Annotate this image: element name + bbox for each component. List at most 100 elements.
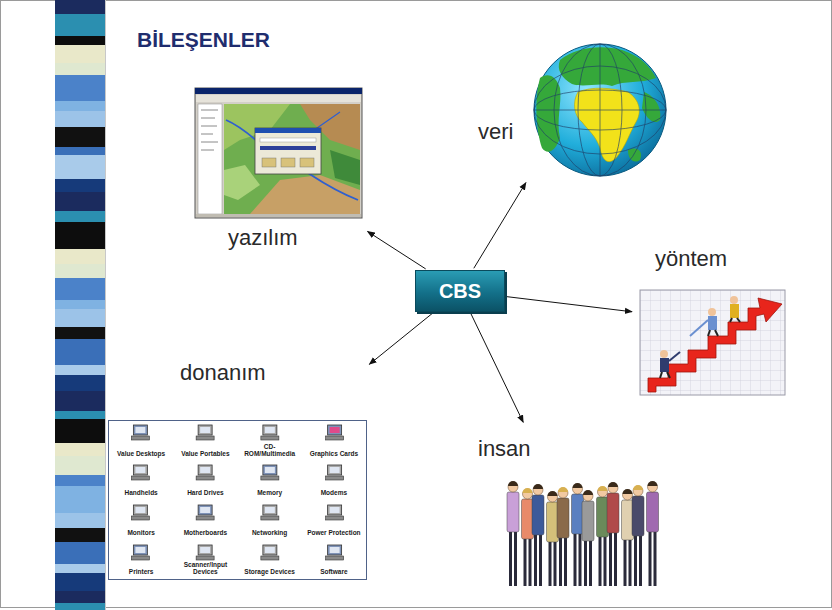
stripe <box>55 14 105 36</box>
stripe <box>55 443 105 456</box>
person-figure <box>622 489 634 586</box>
hardware-icon <box>131 505 149 520</box>
hardware-icon <box>326 505 344 520</box>
person-figure <box>597 486 609 586</box>
connector-arrow <box>507 297 632 312</box>
hardware-label: Graphics Cards <box>310 451 358 458</box>
hardware-cell: Memory <box>238 461 302 501</box>
stripe <box>55 564 105 573</box>
connector-arrow <box>369 313 432 364</box>
hardware-label: Networking <box>252 530 287 537</box>
hardware-icon <box>326 465 344 480</box>
growth-chart <box>640 290 785 395</box>
stripe <box>55 573 105 591</box>
hardware-label: CD-ROM/Multimedia <box>239 444 301 458</box>
hardware-cell: Power Protection <box>302 500 366 540</box>
stripe <box>55 309 105 327</box>
stripe <box>55 155 105 179</box>
stripe <box>55 63 105 75</box>
hardware-panel: Value Desktops Value PortablesCD-ROM/Mult… <box>108 420 367 580</box>
stripe <box>55 300 105 309</box>
data-part: veri <box>470 40 670 180</box>
hardware-label: Hard Drives <box>187 490 224 497</box>
stripe <box>55 419 105 443</box>
hardware-icon <box>131 465 149 480</box>
hardware-cell: Value Desktops <box>109 421 173 461</box>
software-screenshot <box>195 88 362 218</box>
hardware-label: Memory <box>257 490 282 497</box>
hardware-icon <box>196 505 214 520</box>
stripe <box>55 264 105 278</box>
connector-arrow <box>368 231 426 268</box>
hardware-cell: Hard Drives <box>173 461 237 501</box>
person-figure <box>547 491 559 586</box>
stripe <box>55 127 105 147</box>
person-figure <box>522 488 534 586</box>
slide-title: BİLEŞENLER <box>137 28 270 52</box>
hardware-icon <box>326 425 344 440</box>
stripe <box>55 603 105 610</box>
hardware-label: Power Protection <box>307 530 360 537</box>
hardware-icons <box>131 425 343 560</box>
hardware-cell: Storage Devices <box>238 540 302 580</box>
hardware-label: Value Desktops <box>117 451 165 458</box>
hardware-part: donanımValue Desktops Value PortablesCD-R… <box>108 360 367 582</box>
hardware-icon <box>326 545 344 560</box>
stripe <box>55 327 105 339</box>
hardware-cell: Handhelds <box>109 461 173 501</box>
stripe <box>55 542 105 564</box>
center-box: CBS <box>415 270 505 312</box>
stripe <box>55 0 105 14</box>
part-label: donanım <box>180 360 266 386</box>
node-label: CBS <box>439 280 481 303</box>
stripe-bar <box>55 0 106 610</box>
hardware-label: Monitors <box>127 530 154 537</box>
hardware-label: Software <box>320 569 347 576</box>
stripe <box>55 475 105 486</box>
hardware-icon <box>196 465 214 480</box>
hardware-cell: Printers <box>109 540 173 580</box>
stripe-edge <box>105 0 106 610</box>
hardware-label: Handhelds <box>125 490 158 497</box>
stripe <box>55 591 105 603</box>
hardware-cell: Value Portables <box>173 421 237 461</box>
person-figure <box>607 482 619 586</box>
stripe <box>55 411 105 419</box>
hardware-cell: CD-ROM/Multimedia <box>238 421 302 461</box>
people-group <box>507 481 659 586</box>
person-figure <box>647 481 659 586</box>
hardware-label: Modems <box>321 490 347 497</box>
globe <box>534 44 666 176</box>
hardware-cell: Software <box>302 540 366 580</box>
person-figure <box>572 483 584 586</box>
hardware-icon <box>261 505 279 520</box>
stripe <box>55 391 105 411</box>
hardware-label: Printers <box>129 569 154 576</box>
stripe <box>55 486 105 513</box>
stripe <box>55 513 105 528</box>
stripe <box>55 365 105 375</box>
stripe <box>55 45 105 63</box>
hardware-label: Motherboards <box>184 530 227 537</box>
person-figure <box>532 484 544 586</box>
stripe <box>55 192 105 211</box>
hardware-icon <box>131 425 149 440</box>
stripe <box>55 179 105 192</box>
hardware-label: Scanner/Input Devices <box>174 562 236 576</box>
hardware-label: Storage Devices <box>244 569 295 576</box>
stripe <box>55 222 105 249</box>
hardware-icon <box>261 425 279 440</box>
stripe <box>55 36 105 45</box>
hardware-cell: Motherboards <box>173 500 237 540</box>
connector-arrow <box>474 183 526 269</box>
stripe <box>55 339 105 365</box>
hardware-cell: Scanner/Input Devices <box>173 540 237 580</box>
hardware-icon <box>261 465 279 480</box>
people-part: insan <box>470 425 660 593</box>
hardware-cell: Modems <box>302 461 366 501</box>
person-figure <box>632 485 644 586</box>
hardware-icon <box>196 545 214 560</box>
hardware-icon <box>131 545 149 560</box>
hardware-cell: Graphics Cards <box>302 421 366 461</box>
